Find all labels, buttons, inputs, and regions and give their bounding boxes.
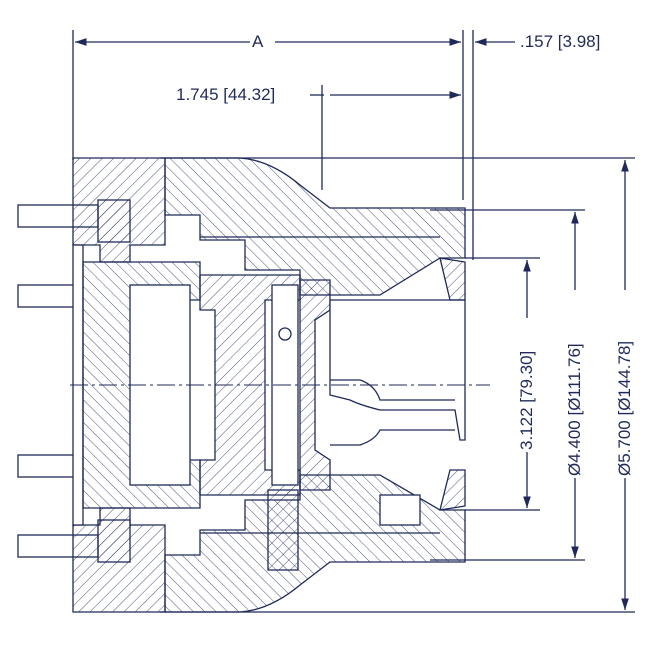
dimension-pilot-diameter: Ø4.400 [Ø111.76] (565, 343, 584, 476)
dimension-bore: 3.122 [79.30] (517, 350, 536, 450)
dimension-outer-diameter: Ø5.700 [Ø144.78] (615, 340, 634, 476)
dimension-lip: .157 [3.98] (520, 32, 601, 51)
dimension-depth: 1.745 [44.32] (176, 85, 276, 104)
dimension-a: A (252, 32, 264, 51)
